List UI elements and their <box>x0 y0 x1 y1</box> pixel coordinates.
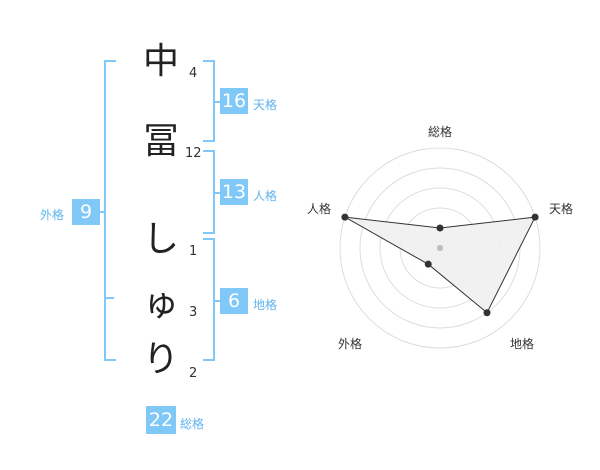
gaikaku-bracket-connector <box>96 211 104 213</box>
radar-point-0 <box>436 224 444 232</box>
radar-label-gaikaku: 外格 <box>338 337 363 351</box>
radar-grid-ring-4 <box>359 167 521 329</box>
radar-point-2 <box>483 309 491 317</box>
chikaku-bracket <box>203 238 215 361</box>
chikaku-label: 地格 <box>253 298 278 312</box>
gaikaku-label: 外格 <box>40 208 65 222</box>
radar-center <box>437 245 443 251</box>
name-char-4: ゅ <box>143 283 180 324</box>
radar-grid <box>339 147 541 349</box>
radar-point-3 <box>424 260 432 268</box>
stroke-count-1: 4 <box>189 66 198 81</box>
stroke-count-5: 2 <box>189 366 198 381</box>
radar-grid-ring-5 <box>339 147 541 349</box>
name-char-2: 冨 <box>143 121 180 162</box>
gaikaku-bracket-tick <box>106 297 114 299</box>
stroke-count-2: 12 <box>185 146 202 161</box>
gaikaku-value: 9 <box>72 199 100 225</box>
name-char-5: り <box>143 339 180 380</box>
chikaku-value: 6 <box>220 288 248 314</box>
radar-label-jinkaku: 人格 <box>307 202 332 216</box>
chikaku-connector <box>213 300 222 302</box>
radar-grid-ring-1 <box>419 227 461 269</box>
radar-points <box>341 213 539 317</box>
tenkaku-label: 天格 <box>253 98 278 112</box>
radar-point-4 <box>341 213 349 221</box>
jinkaku-label: 人格 <box>253 189 278 203</box>
jinkaku-value: 13 <box>220 179 248 205</box>
radar-grid-ring-2 <box>399 207 481 289</box>
name-char-3: し <box>143 219 180 260</box>
name-char-1: 中 <box>143 41 180 82</box>
soukaku-label: 総格 <box>180 417 205 431</box>
tenkaku-connector <box>213 101 222 103</box>
radar-label-tenkaku: 天格 <box>549 202 574 216</box>
gaikaku-bracket <box>104 60 116 361</box>
tenkaku-value: 16 <box>220 88 248 114</box>
radar-grid-ring-3 <box>379 187 501 309</box>
radar-label-chikaku: 地格 <box>510 337 535 351</box>
stroke-count-4: 3 <box>189 305 198 320</box>
stroke-count-3: 1 <box>189 244 198 259</box>
radar-shape <box>344 216 536 314</box>
radar-point-1 <box>531 213 539 221</box>
jinkaku-connector <box>213 192 222 194</box>
soukaku-value: 22 <box>146 406 176 434</box>
radar-label-soukaku: 総格 <box>428 125 453 139</box>
